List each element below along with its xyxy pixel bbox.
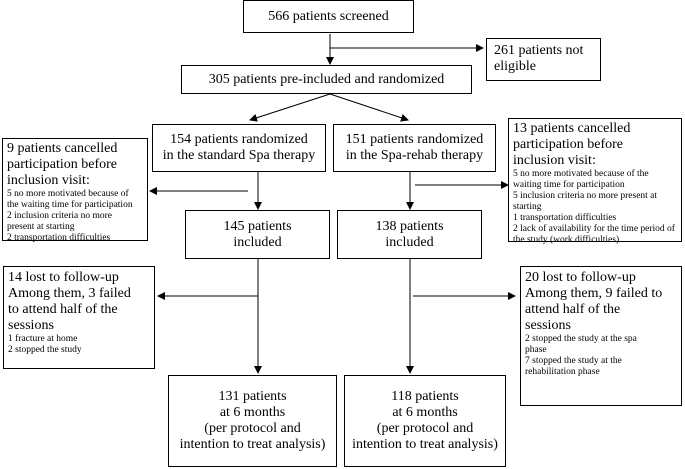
- spa-final-box: 131 patients at 6 months (per protocol a…: [168, 375, 337, 467]
- rehab-lost-detail-2: phase: [525, 345, 547, 355]
- spa-lost-line-1: 14 lost to follow-up: [8, 270, 119, 285]
- spa-cancelled-line-3: inclusion visit:: [7, 173, 90, 188]
- rehab-cancelled-detail-2: waiting time for participation: [513, 180, 625, 190]
- rehab-randomized-line-1: 151 patients randomized: [345, 132, 484, 147]
- not-eligible-line-2: eligible: [494, 59, 536, 74]
- spa-lost-detail-1: 1 fracture at home: [8, 334, 78, 344]
- spa-lost-box: 14 lost to follow-up Among them, 3 faile…: [3, 266, 155, 369]
- spa-cancelled-detail-3: 2 inclusion criteria no more: [7, 211, 112, 221]
- arrow-to-rehab-arm: [329, 93, 409, 122]
- spa-cancelled-detail-2: the waiting time for participation: [7, 200, 133, 210]
- rehab-lost-line-3: attend half of the: [525, 302, 621, 317]
- spa-final-line-1: 131 patients: [218, 389, 287, 404]
- rehab-cancelled-detail-6: 2 lack of availability for the time peri…: [513, 224, 675, 234]
- rehab-lost-box: 20 lost to follow-up Among them, 9 faile…: [520, 266, 682, 406]
- rehab-final-line-3: (per protocol and: [376, 421, 474, 436]
- spa-lost-line-3: to attend half of the: [8, 302, 118, 317]
- spa-randomized-line-2: in the standard Spa therapy: [162, 148, 316, 163]
- rehab-randomized-line-2: in the Spa-rehab therapy: [345, 148, 484, 163]
- randomized-text: 305 patients pre-included and randomized: [208, 71, 445, 87]
- spa-cancelled-line-1: 9 patients cancelled: [7, 141, 118, 156]
- rehab-cancelled-detail-4: starting: [513, 202, 542, 212]
- rehab-included-line-1: 138 patients: [375, 218, 444, 234]
- rehab-included-box: 138 patients included: [337, 210, 482, 259]
- rehab-randomized-box: 151 patients randomized in the Spa-rehab…: [333, 124, 496, 172]
- spa-cancelled-line-2: participation before: [7, 157, 118, 172]
- rehab-lost-line-4: sessions: [525, 318, 571, 333]
- rehab-final-line-2: at 6 months: [392, 405, 458, 420]
- rehab-lost-line-2: Among them, 9 failed to: [525, 286, 663, 301]
- spa-final-line-4: intention to treat analysis): [179, 437, 326, 452]
- spa-included-line-1: 145 patients: [223, 218, 292, 234]
- rehab-lost-line-1: 20 lost to follow-up: [525, 270, 636, 285]
- spa-cancelled-detail-5: 2 transportation difficulties: [7, 233, 111, 243]
- spa-final-line-2: at 6 months: [219, 405, 286, 420]
- randomized-box: 305 patients pre-included and randomized: [181, 65, 472, 94]
- rehab-lost-detail-4: rehabilitation phase: [525, 367, 600, 377]
- spa-randomized-line-1: 154 patients randomized: [170, 132, 308, 147]
- rehab-cancelled-line-1: 13 patients cancelled: [513, 121, 631, 136]
- spa-lost-line-2: Among them, 3 failed: [8, 286, 131, 301]
- spa-randomized-box: 154 patients randomized in the standard …: [152, 124, 326, 172]
- spa-included-line-2: included: [233, 234, 282, 250]
- rehab-cancelled-line-3: inclusion visit:: [513, 153, 596, 168]
- spa-included-box: 145 patients included: [185, 210, 330, 259]
- rehab-lost-detail-3: 7 stopped the study at the: [525, 356, 622, 366]
- rehab-cancelled-detail-1: 5 no more motivated because of the: [513, 169, 649, 179]
- rehab-final-box: 118 patients at 6 months (per protocol a…: [344, 375, 506, 467]
- spa-lost-line-4: sessions: [8, 318, 54, 333]
- rehab-final-line-4: intention to treat analysis): [352, 437, 498, 452]
- not-eligible-line-1: 261 patients not: [494, 43, 584, 58]
- spa-cancelled-detail-1: 5 no more motivated because of: [7, 189, 129, 199]
- not-eligible-box: 261 patients not eligible: [486, 38, 601, 81]
- rehab-lost-detail-1: 2 stopped the study at the spa: [525, 334, 637, 344]
- screened-text: 566 patients screened: [268, 8, 389, 24]
- rehab-included-line-2: included: [385, 234, 434, 250]
- spa-cancelled-detail-4: present at starting: [7, 222, 75, 232]
- screened-box: 566 patients screened: [243, 0, 414, 33]
- spa-lost-detail-2: 2 stopped the study: [8, 345, 82, 355]
- rehab-cancelled-detail-3: 5 inclusion criteria no more present at: [513, 191, 658, 201]
- rehab-cancelled-box: 13 patients cancelled participation befo…: [508, 118, 682, 245]
- rehab-cancelled-detail-7: the study (work difficulties): [513, 235, 620, 245]
- rehab-cancelled-line-2: participation before: [513, 137, 624, 152]
- arrow-to-spa-arm: [249, 93, 331, 122]
- rehab-final-line-1: 118 patients: [391, 389, 459, 404]
- rehab-cancelled-detail-5: 1 transportation difficulties: [513, 213, 617, 223]
- spa-final-line-3: (per protocol and: [204, 421, 301, 436]
- spa-cancelled-box: 9 patients cancelled participation befor…: [2, 138, 148, 243]
